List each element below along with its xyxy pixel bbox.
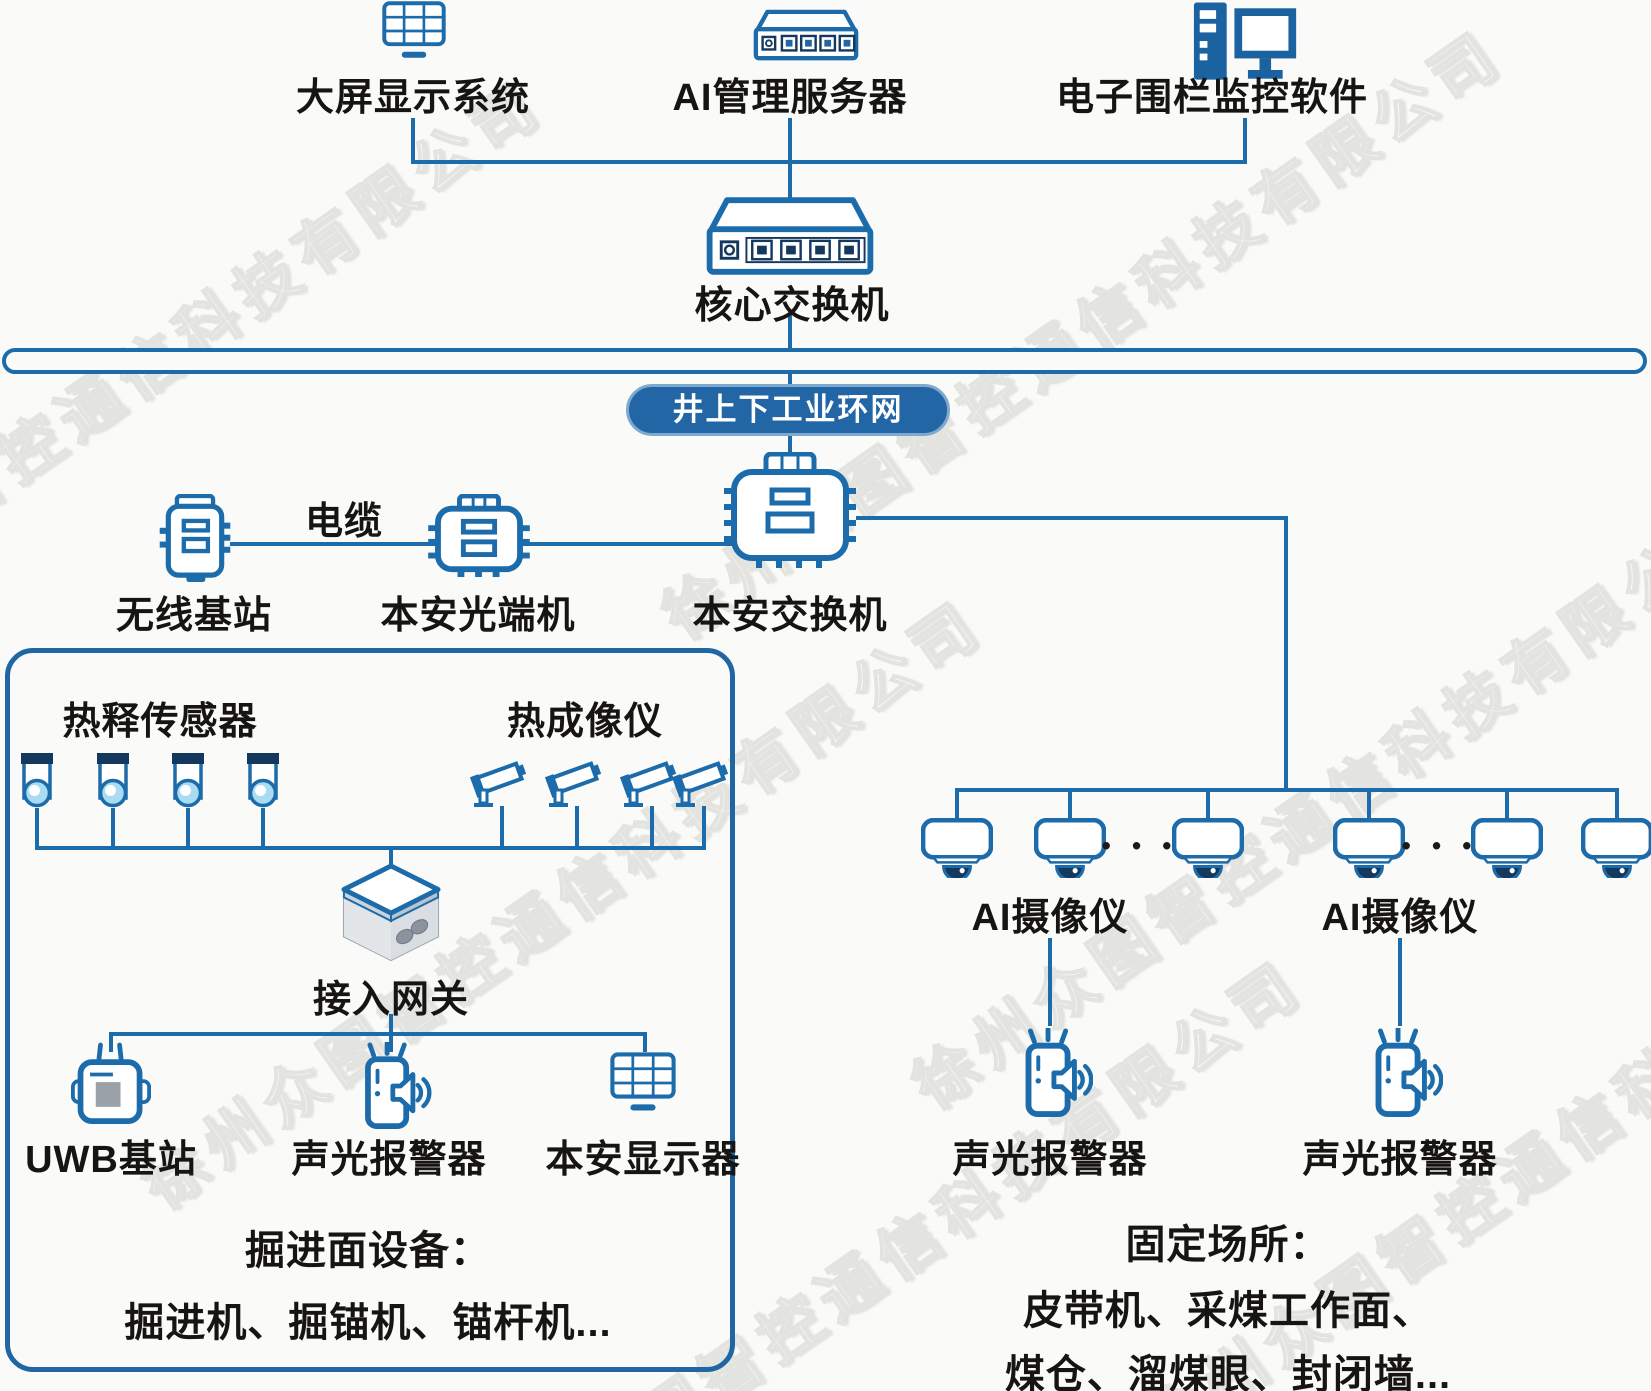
pyro-sensor-icon	[20, 752, 54, 810]
fixed-site-caption-line1: 皮带机、采煤工作面、	[1023, 1289, 1433, 1333]
thermal-imager-label: 热成像仪	[506, 701, 664, 743]
alarm-icon	[1357, 1026, 1444, 1118]
connector-line	[111, 808, 115, 848]
connector-line	[389, 1014, 393, 1034]
ring-network-badge: 井上下工业环网	[626, 384, 950, 436]
core-switch-icon	[698, 194, 882, 278]
is-display-icon	[609, 1046, 677, 1120]
cable-label: 电缆	[304, 501, 384, 543]
connector-line	[411, 118, 415, 164]
connector-line	[650, 806, 654, 848]
ai-camera-icon	[1580, 817, 1651, 882]
connector-line	[702, 806, 706, 848]
connector-line	[1068, 790, 1072, 822]
is-switch-label: 本安交换机	[692, 595, 888, 637]
ai-server-label: AI管理服务器	[672, 77, 908, 119]
connector-line	[1505, 790, 1509, 822]
alarm-right2-label: 声光报警器	[1302, 1139, 1498, 1181]
alarm-right1-label: 声光报警器	[952, 1139, 1148, 1181]
connector-line	[955, 790, 959, 822]
pyro-sensor-icon	[246, 752, 280, 810]
pyro-sensor-label: 热释传感器	[62, 701, 258, 743]
thermal-camera-icon	[619, 748, 684, 808]
ring-network-bus	[2, 348, 1647, 374]
thermal-camera-icon	[469, 748, 534, 808]
alarm-icon	[1007, 1026, 1094, 1118]
panel-caption-title: 掘进面设备：	[245, 1229, 491, 1273]
connector-line	[643, 1034, 647, 1052]
thermal-camera-icon	[544, 748, 609, 808]
tunneling-panel	[5, 648, 735, 1372]
server-icon	[748, 8, 864, 62]
connector-line	[1243, 118, 1247, 164]
connector-line	[389, 848, 393, 866]
ai-camera-icon	[1332, 817, 1406, 882]
connector-line	[1048, 938, 1052, 1026]
uwb-base-label: UWB基站	[25, 1139, 197, 1181]
ellipsis-dots: • • •	[1101, 830, 1179, 861]
pyro-sensor-icon	[96, 752, 130, 810]
connector-line	[389, 1034, 393, 1052]
workstation-icon	[1192, 0, 1300, 86]
alarm-label: 声光报警器	[291, 1139, 487, 1181]
connector-line	[788, 432, 792, 458]
wireless-base-label: 无线基站	[115, 595, 273, 637]
connector-line	[788, 372, 792, 386]
connector-line	[1398, 938, 1402, 1026]
optical-terminal-label: 本安光端机	[380, 595, 576, 637]
ellipsis-dots: • • •	[1401, 830, 1479, 861]
ai-camera-icon	[1470, 817, 1544, 882]
thermal-camera-icon	[671, 748, 736, 808]
is-switch-icon	[722, 451, 858, 576]
connector-line	[856, 516, 1288, 520]
connector-line	[35, 808, 39, 848]
connector-line	[788, 118, 792, 198]
panel-caption-items: 掘进机、掘锚机、锚杆机...	[124, 1301, 612, 1345]
connector-line	[788, 314, 792, 352]
ai-camera-icon	[1171, 817, 1245, 882]
connector-line	[261, 808, 265, 848]
fixed-site-caption-title: 固定场所：	[1125, 1223, 1331, 1267]
connector-line	[109, 1032, 647, 1036]
core-switch-label: 核心交换机	[694, 285, 890, 327]
connector-line	[1206, 790, 1210, 822]
gateway-icon	[340, 863, 442, 964]
connector-line	[35, 846, 706, 850]
alarm-icon	[346, 1040, 432, 1130]
ai-camera-icon	[920, 817, 994, 882]
is-display-label: 本安显示器	[545, 1139, 741, 1181]
connector-line	[1615, 790, 1619, 822]
connector-line	[575, 806, 579, 848]
connector-line	[411, 160, 1247, 164]
fence-software-label: 电子围栏监控软件	[1055, 77, 1369, 119]
connector-line	[500, 806, 504, 848]
ai-camera-group2-label: AI摄像仪	[1321, 897, 1479, 939]
wireless-base-icon	[158, 493, 232, 584]
display-wall-icon	[381, 0, 447, 62]
connector-line	[109, 1034, 113, 1052]
ai-camera-icon	[1033, 817, 1107, 882]
connector-line	[186, 808, 190, 848]
connector-line	[1367, 790, 1371, 822]
pyro-sensor-icon	[171, 752, 205, 810]
fixed-site-caption-line2: 煤仓、溜煤眼、封闭墙...	[1004, 1353, 1452, 1391]
optical-terminal-icon	[428, 493, 530, 578]
connector-line	[1284, 516, 1288, 790]
connector-line	[955, 788, 1619, 792]
uwb-base-icon	[71, 1042, 151, 1126]
ai-camera-group1-label: AI摄像仪	[971, 897, 1129, 939]
display-system-label: 大屏显示系统	[295, 77, 531, 119]
gateway-label: 接入网关	[312, 979, 470, 1021]
